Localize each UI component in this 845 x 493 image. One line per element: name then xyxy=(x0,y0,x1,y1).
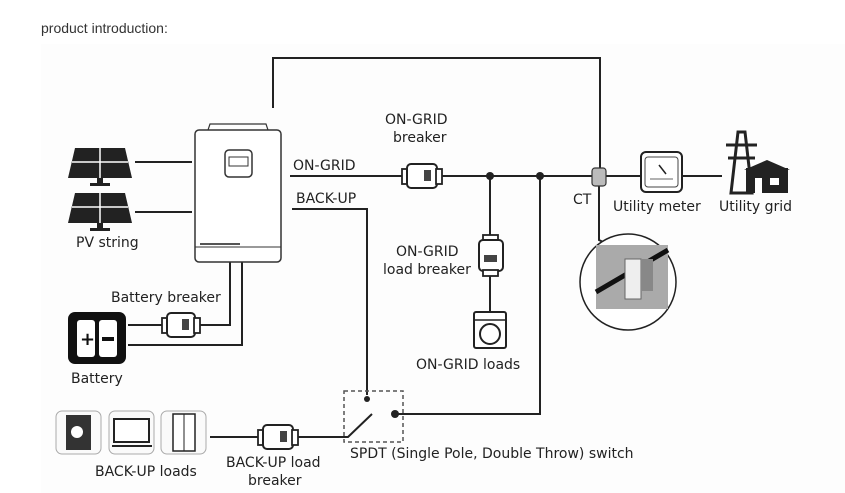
back-up-label: BACK-UP xyxy=(296,191,356,207)
spdt-switch xyxy=(343,390,404,443)
wire-backup xyxy=(292,208,368,395)
wire-battery-pos xyxy=(200,262,231,326)
battery-icon: + xyxy=(68,312,126,364)
pv-panel-2 xyxy=(68,193,132,231)
wire-backup-breaker-spdt xyxy=(298,413,373,438)
backup-load-breaker-label-1: BACK-UP load xyxy=(226,455,321,471)
wire-spdt-ongrid xyxy=(397,176,541,415)
wire-battery-neg xyxy=(128,262,243,346)
page-heading: product introduction: xyxy=(41,20,168,36)
tv-icon xyxy=(113,418,150,443)
junction-dot xyxy=(536,172,544,180)
backup-load-breaker xyxy=(257,424,299,450)
backup-loads-icons xyxy=(55,410,207,455)
on-grid-loads-label: ON-GRID loads xyxy=(416,357,520,373)
on-grid-load-breaker-label-2: load breaker xyxy=(383,262,471,278)
utility-meter-label: Utility meter xyxy=(613,199,701,215)
on-grid-breaker xyxy=(401,163,443,189)
ct-label: CT xyxy=(573,192,592,208)
wires xyxy=(128,57,722,438)
on-grid-breaker-label-2: breaker xyxy=(393,130,447,146)
pv-string-label: PV string xyxy=(76,235,139,251)
ct-photo-callout xyxy=(579,233,677,331)
backup-load-breaker-label-2: breaker xyxy=(248,473,302,489)
pv-panel-1 xyxy=(68,148,132,186)
svg-text:+: + xyxy=(80,329,95,350)
wire-inverter-to-ct xyxy=(272,57,601,170)
on-grid-label: ON-GRID xyxy=(293,158,356,174)
spdt-switch-label: SPDT (Single Pole, Double Throw) switch xyxy=(350,446,634,462)
inverter xyxy=(194,123,282,263)
on-grid-breaker-label-1: ON-GRID xyxy=(385,112,448,128)
washing-machine-icon xyxy=(473,311,507,349)
utility-grid-label: Utility grid xyxy=(719,199,792,215)
battery-breaker-label: Battery breaker xyxy=(111,290,221,306)
utility-meter-icon xyxy=(640,151,683,193)
ct-sensor-icon xyxy=(591,167,607,187)
backup-loads-label: BACK-UP loads xyxy=(95,464,197,480)
on-grid-load-breaker-label-1: ON-GRID xyxy=(396,244,459,260)
battery-breaker xyxy=(161,312,201,338)
junction-dot xyxy=(486,172,494,180)
on-grid-load-breaker xyxy=(478,234,504,277)
utility-grid-icon xyxy=(726,130,790,195)
battery-label: Battery xyxy=(71,371,123,387)
